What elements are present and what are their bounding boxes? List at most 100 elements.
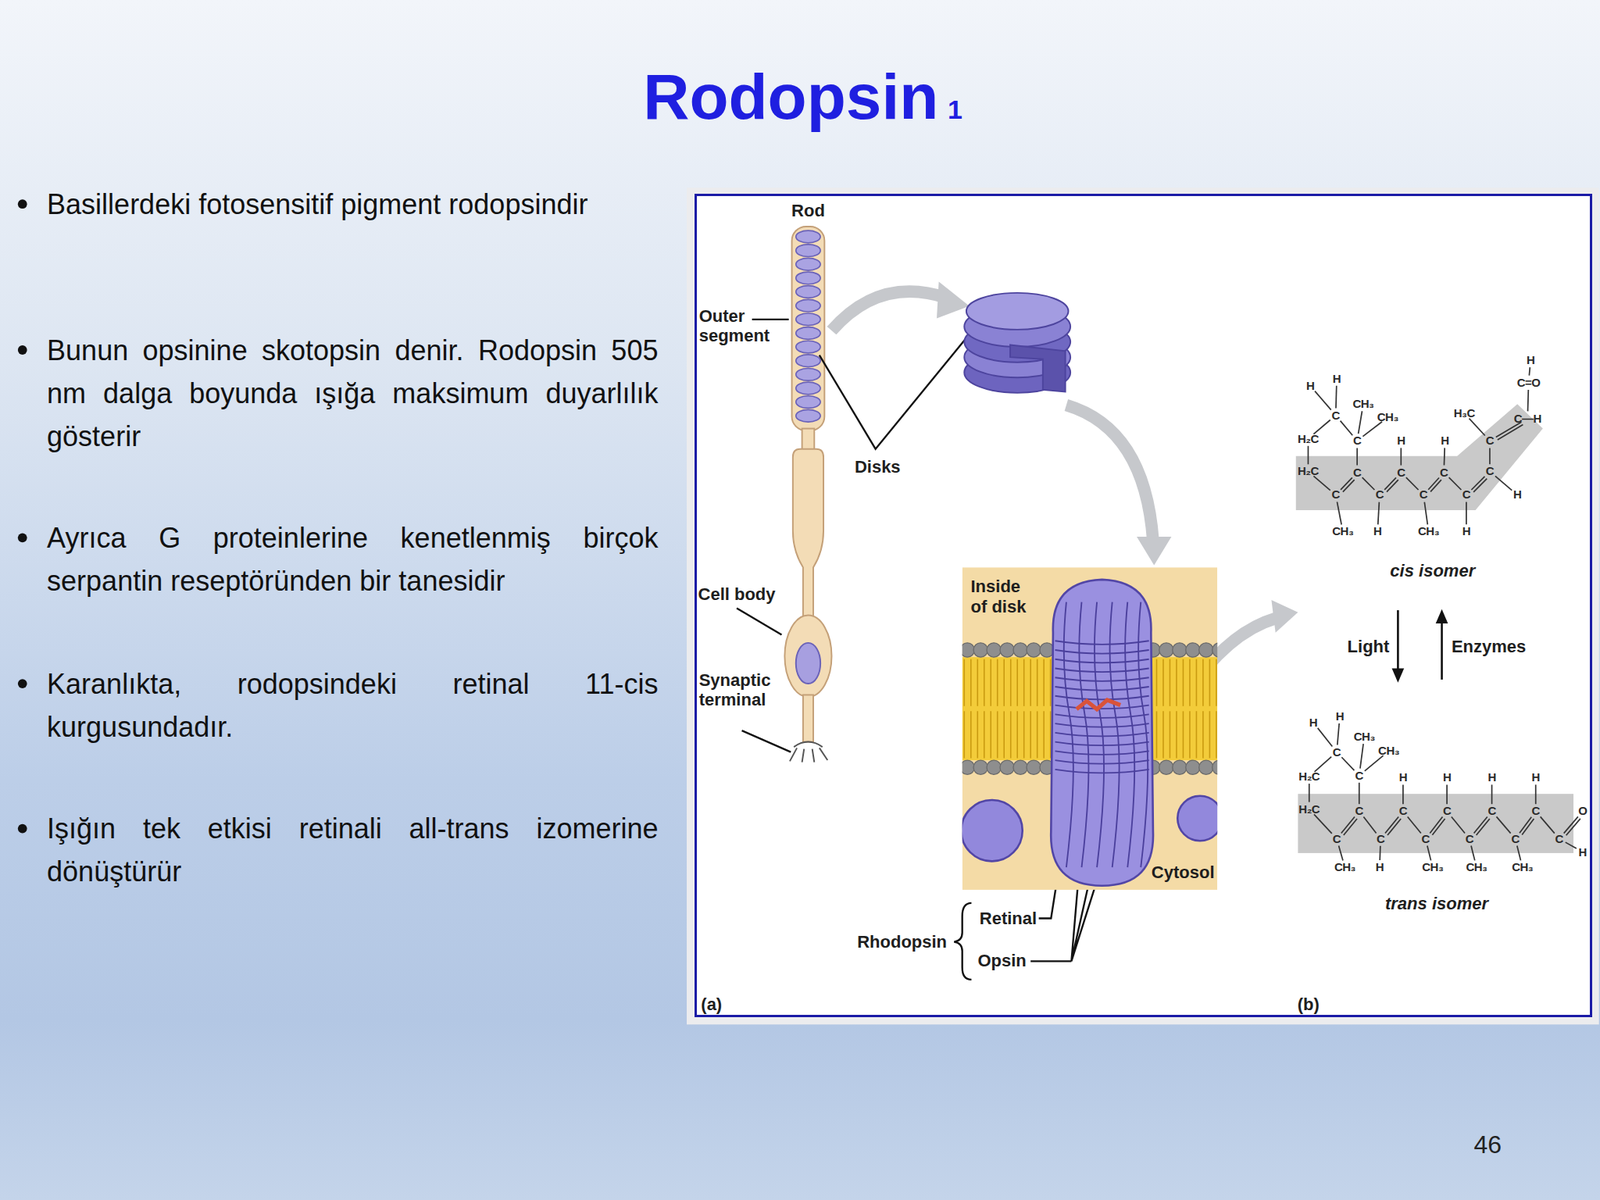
bullet-dots (17, 532, 28, 543)
atom-label: H₂C (1297, 464, 1319, 479)
lipid-heads (1212, 760, 1218, 775)
lipid-tails (1215, 659, 1218, 707)
chemical-bonds (1378, 846, 1381, 861)
lipid-heads (1026, 760, 1041, 775)
lipid-tails (1156, 710, 1158, 758)
protein-helices (1055, 760, 1150, 765)
disk-stack (966, 292, 1069, 330)
lipid-tails (1162, 659, 1165, 707)
lipid-tails (1010, 710, 1012, 758)
membrane-panel: Inside of diskCytosol (964, 569, 1221, 893)
part-label: Cell body (698, 585, 776, 605)
rod-discs (796, 368, 821, 382)
chemical-bonds (1360, 743, 1364, 769)
atom-label: H (1487, 771, 1496, 785)
atom-label: CH₃ (1332, 525, 1354, 539)
part-label: Synaptic terminal (699, 670, 787, 711)
atom-label: CH₃ (1353, 729, 1375, 743)
atom-label: C (1439, 465, 1448, 479)
lipid-heads (1013, 760, 1028, 775)
protein-helices (1055, 640, 1150, 645)
leader-lines (752, 318, 790, 321)
chemical-bonds (1566, 818, 1581, 836)
atom-label: CH₃ (1465, 860, 1487, 875)
flow-arrows (1066, 405, 1154, 542)
lipid-tails (1036, 659, 1039, 707)
lipid-tails (1023, 710, 1025, 758)
lipid-heads (1185, 642, 1200, 658)
atom-label: H (1399, 771, 1408, 785)
chemical-bonds (1564, 816, 1579, 833)
chem-bands (1297, 793, 1574, 854)
protein-helices (1055, 714, 1150, 718)
chemical-bonds (1356, 447, 1358, 465)
lipid-heads (986, 760, 1001, 775)
rod-cell (793, 742, 823, 748)
protein-helices (1078, 602, 1089, 868)
lipid-tails (1036, 710, 1039, 758)
part-label: Disks (854, 457, 901, 478)
part-label: Inside of disk (971, 576, 1037, 617)
chem-bands (1296, 403, 1574, 854)
chemical-bonds (1427, 846, 1432, 861)
leader-lines (742, 730, 792, 752)
lipid-tails (1189, 659, 1191, 707)
title-subscript: 1 (947, 95, 963, 126)
chemical-bonds (1407, 816, 1422, 833)
lipid-tails (964, 659, 966, 707)
lipid-tails (976, 659, 979, 707)
membrane-illustration (962, 800, 1023, 861)
chemical-bonds (1476, 818, 1490, 836)
lipid-heads (1013, 642, 1028, 658)
chemical-bonds (1358, 782, 1361, 804)
chemical-bonds (1387, 818, 1401, 836)
lipid-tails (1016, 710, 1018, 758)
atom-label: C (1532, 804, 1540, 818)
chemical-bonds (1313, 475, 1330, 490)
lipid-tails (1209, 710, 1211, 758)
atom-label: H (1578, 845, 1587, 859)
lipid-tails (989, 659, 992, 707)
part-label: Opsin (977, 951, 1026, 972)
lipid-heads (962, 642, 1218, 775)
atom-label: C (1332, 745, 1341, 759)
nucleus (796, 642, 821, 684)
part-label: Enzymes (1451, 636, 1526, 657)
leader-lines (819, 336, 968, 450)
lipid-tails (1042, 659, 1045, 707)
protein-helices (1055, 769, 1150, 774)
atom-label: H (1335, 709, 1344, 723)
rod-discs (796, 244, 821, 258)
rod-discs (796, 230, 821, 422)
chemical-bonds (1358, 410, 1363, 434)
bullet-dots (17, 824, 28, 834)
chemical-bonds (1473, 478, 1487, 493)
chemical-bonds (1364, 755, 1384, 772)
protein-helices (1094, 602, 1104, 868)
atom-label: C (1396, 465, 1405, 479)
lipid-tails (983, 710, 986, 758)
chemical-bonds (1362, 421, 1383, 437)
atom-label: C (1485, 434, 1494, 448)
chemical-bonds (1496, 816, 1511, 833)
atom-label: H₂C (1298, 769, 1320, 783)
lipid-tails (1003, 659, 1005, 707)
leader-lines (953, 903, 972, 980)
lipid-tails (970, 710, 972, 758)
protein-helices (1110, 602, 1120, 868)
chemical-bonds (1565, 842, 1577, 849)
atom-label: H₂C (1297, 432, 1319, 446)
chemical-bonds (1497, 425, 1524, 440)
chemical-bonds (1402, 784, 1404, 804)
lipid-heads (1159, 760, 1174, 775)
atom-label: C (1376, 832, 1385, 846)
chemical-bonds (1342, 479, 1355, 493)
bullet-dots (17, 678, 28, 689)
part-label: (a) (700, 994, 722, 1015)
lipid-heads (1172, 642, 1187, 658)
chemical-bonds (1465, 502, 1468, 525)
part-label: (b) (1297, 994, 1320, 1015)
rod-discs (796, 271, 821, 285)
atom-label: C (1332, 408, 1340, 422)
chemical-bonds (1451, 816, 1465, 833)
